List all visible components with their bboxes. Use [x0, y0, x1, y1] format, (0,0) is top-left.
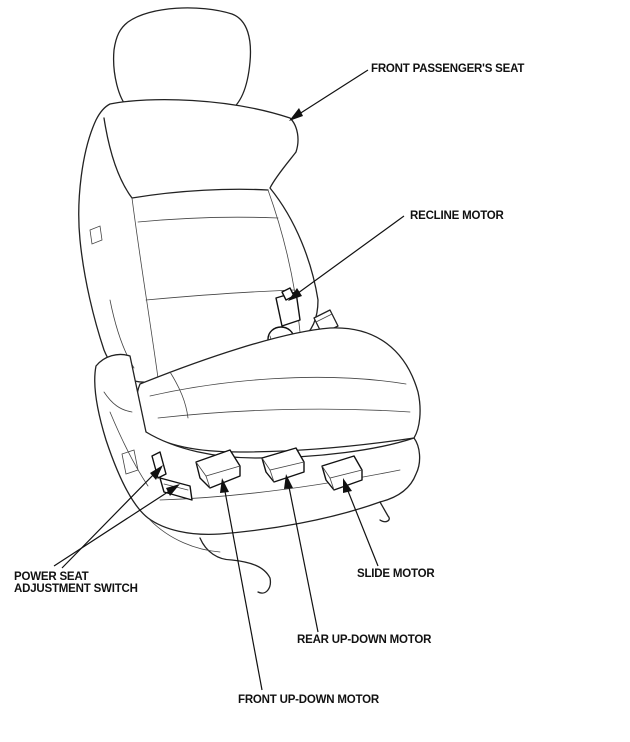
- headrest: [112, 7, 252, 113]
- label-rear-up-down-motor: REAR UP-DOWN MOTOR: [297, 634, 432, 646]
- front-up-down-motor-part: [195, 449, 241, 489]
- slide-motor-part: [321, 455, 363, 491]
- rear-up-down-motor-part: [261, 447, 305, 483]
- label-power-seat-switch-line2: ADJUSTMENT SWITCH: [14, 583, 138, 595]
- leader-power-seat-switch: [53, 465, 180, 569]
- label-front-passenger-seat: FRONT PASSENGER'S SEAT: [371, 63, 525, 75]
- label-power-seat-switch-line1: POWER SEAT: [14, 571, 89, 583]
- label-recline-motor: RECLINE MOTOR: [410, 210, 504, 222]
- label-front-up-down-motor: FRONT UP-DOWN MOTOR: [238, 694, 380, 706]
- leader-front-up-down-motor: [220, 478, 263, 691]
- leader-slide-motor: [343, 478, 379, 567]
- leader-rear-up-down-motor: [284, 474, 319, 633]
- label-power-seat-switch: POWER SEAT ADJUSTMENT SWITCH: [14, 571, 138, 595]
- label-slide-motor: SLIDE MOTOR: [357, 568, 435, 580]
- leader-front-passenger-seat: [289, 69, 369, 121]
- leader-recline-motor: [288, 215, 405, 301]
